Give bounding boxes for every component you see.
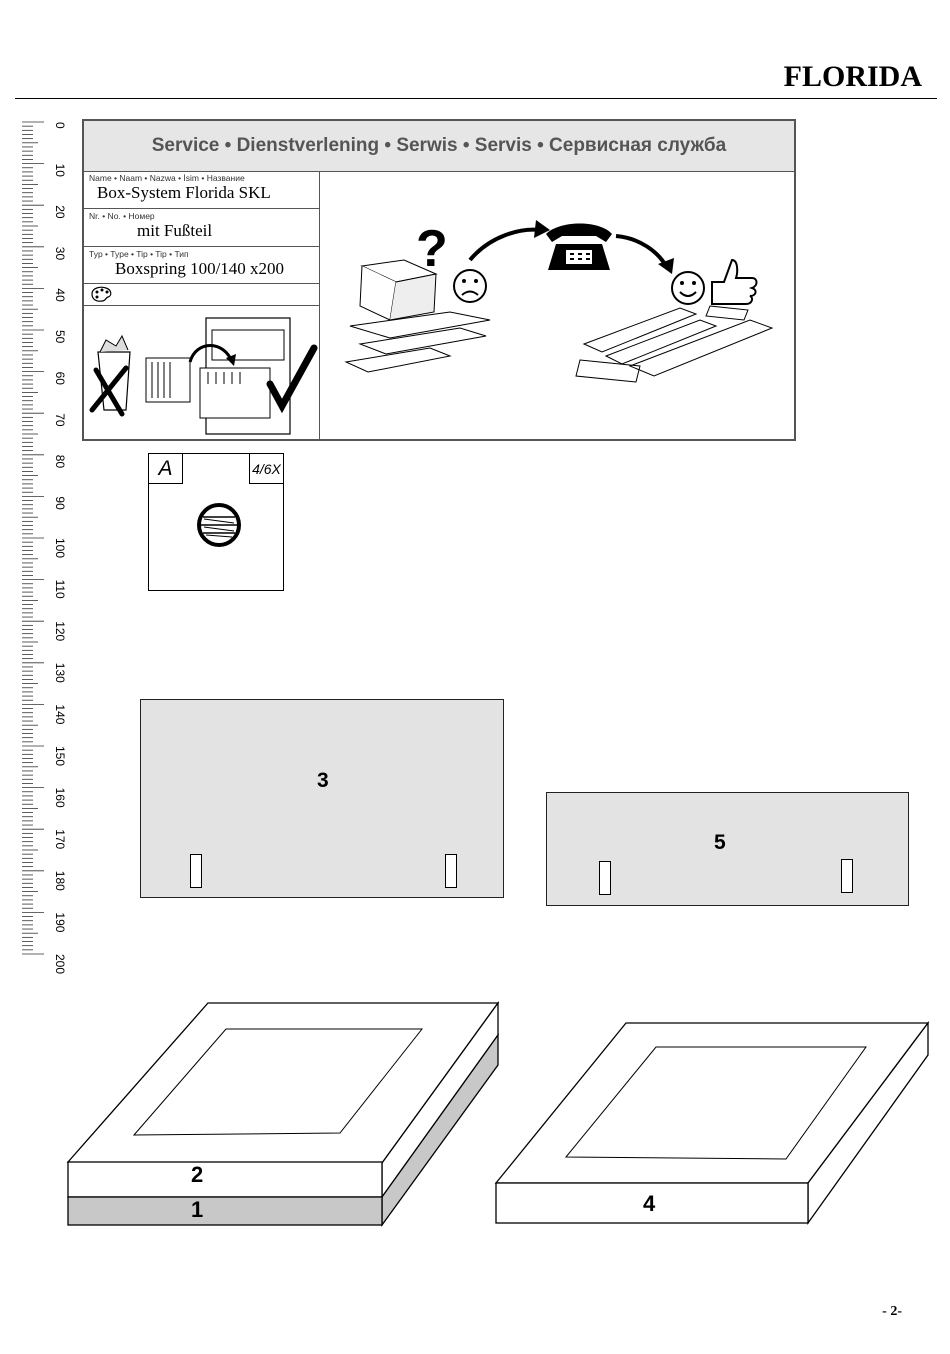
ruler-label: 170 xyxy=(53,829,67,849)
sad-face-icon xyxy=(453,269,487,303)
ruler-label: 140 xyxy=(53,704,67,724)
thumbs-up-icon xyxy=(711,258,758,305)
question-mark-icon: ? xyxy=(416,220,448,278)
number-label: Nr. • No. • Номер xyxy=(89,211,155,221)
row-line xyxy=(84,208,320,209)
box-4-number: 4 xyxy=(643,1191,656,1216)
panel-3-slot-left xyxy=(190,854,202,888)
ruler-label: 0 xyxy=(53,122,67,129)
panel-5-slot-right xyxy=(841,859,853,893)
service-process-illustration: ? xyxy=(344,220,774,383)
panel-3-slot-right xyxy=(445,854,457,888)
header-rule xyxy=(15,98,937,99)
row-line xyxy=(84,246,320,247)
panel-5-slot-left xyxy=(599,861,611,895)
box-spring-4 xyxy=(494,1021,930,1226)
ruler-label: 10 xyxy=(53,164,67,178)
ruler-label: 20 xyxy=(53,205,67,219)
measuring-ruler: 0 10 20 30 40 50 60 70 80 90 100 110 120 130 140 150 160… xyxy=(22,121,67,974)
box-spring-1-2 xyxy=(66,1000,500,1228)
ruler-label: 150 xyxy=(53,746,67,766)
type-value: Boxspring 100/140 x200 xyxy=(115,259,285,278)
ruler-label: 190 xyxy=(53,912,67,932)
service-heading: Service • Dienstverlening • Serwis • Ser… xyxy=(84,121,794,172)
part-a-label: A xyxy=(148,453,183,484)
type-label: Typ • Type • Tip • Tip • Тип xyxy=(89,249,189,259)
happy-face-icon xyxy=(671,271,705,305)
cross-icon xyxy=(89,365,129,417)
service-divider xyxy=(319,171,320,441)
panel-5-number: 5 xyxy=(714,831,726,854)
ruler-label: 90 xyxy=(53,496,67,510)
checkmark-icon xyxy=(266,344,318,414)
telephone-icon xyxy=(546,223,612,270)
ruler-label: 50 xyxy=(53,330,67,344)
ruler-label: 130 xyxy=(53,663,67,683)
ruler-label: 200 xyxy=(53,954,67,974)
part-a-box xyxy=(148,453,284,591)
ruler-label: 180 xyxy=(53,871,67,891)
ruler-label: 120 xyxy=(53,621,67,641)
palette-icon xyxy=(91,286,112,302)
ruler-label: 160 xyxy=(53,788,67,808)
ruler-label: 30 xyxy=(53,247,67,261)
part-a-quantity: 4/6X xyxy=(249,453,284,484)
service-panel xyxy=(82,119,796,441)
ruler-label: 100 xyxy=(53,538,67,558)
page-title: FLORIDA xyxy=(783,60,922,93)
name-label: Name • Naam • Nazwa • İsim • Название xyxy=(89,173,245,183)
name-value: Box-System Florida SKL xyxy=(97,183,271,202)
box-2-number: 2 xyxy=(191,1162,204,1187)
ruler-label: 70 xyxy=(53,413,67,427)
ruler-label: 80 xyxy=(53,455,67,469)
number-value: mit Fußteil xyxy=(137,221,213,240)
keep-instructions-illustration xyxy=(89,317,318,435)
screw-head-icon xyxy=(197,503,241,547)
ruler-label: 40 xyxy=(53,288,67,302)
ruler-label: 110 xyxy=(53,580,67,599)
row-line xyxy=(84,283,320,284)
row-line xyxy=(84,305,320,306)
page-number: - 2- xyxy=(882,1304,902,1319)
box-1-number: 1 xyxy=(191,1197,204,1222)
panel-3-number: 3 xyxy=(317,769,329,792)
ruler-label: 60 xyxy=(53,372,67,386)
